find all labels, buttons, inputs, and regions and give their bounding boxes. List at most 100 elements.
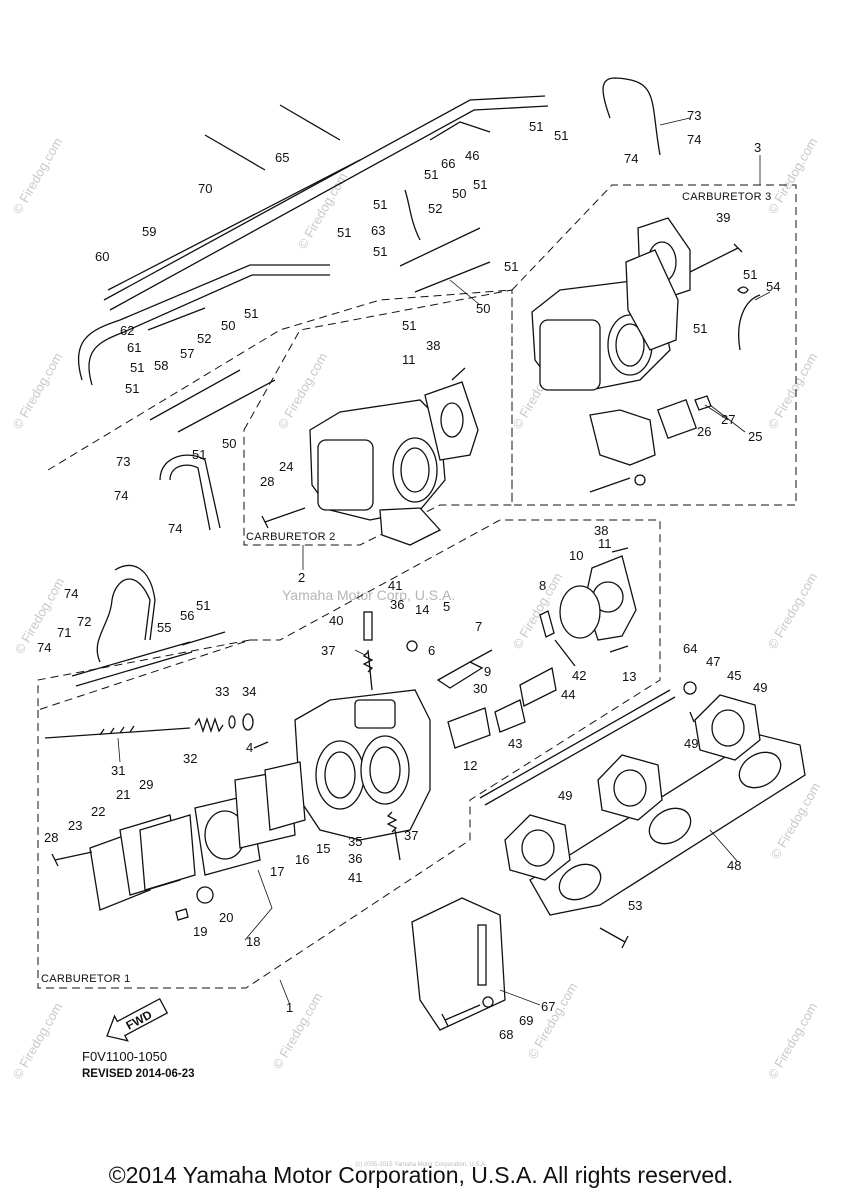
callout-14: 14: [415, 602, 429, 617]
callout-19: 19: [193, 924, 207, 939]
bolt-53: [599, 927, 629, 949]
carb1-bolt-28: [51, 851, 93, 867]
link-end-47: [683, 681, 697, 695]
gasket-49b-hole: [613, 769, 647, 807]
top-hoses: [77, 77, 661, 433]
gasket-49b: [597, 754, 663, 821]
carb1-spring-32: [194, 716, 224, 734]
hose-72-outer: [114, 564, 156, 641]
callout-74d: 74: [168, 521, 182, 536]
callout-51c: 51: [424, 167, 438, 182]
watermark-center: Yamaha Motor Corp, U.S.A.: [282, 587, 455, 603]
hose-60: [107, 159, 361, 291]
carb3-hose-54: [738, 294, 761, 351]
hose-62: [77, 264, 330, 381]
callout-35: 35: [348, 834, 362, 849]
callout-40: 40: [329, 613, 343, 628]
drawing-code: F0V1100-1050: [82, 1049, 167, 1064]
callout-73b: 73: [116, 454, 130, 469]
callout-29: 29: [139, 777, 153, 792]
revision-date: REVISED 2014-06-23: [82, 1068, 195, 1080]
pump-rod-42: [554, 639, 576, 667]
carb1-diaphragm-29: [139, 814, 196, 891]
callout-72: 72: [77, 614, 91, 629]
hose-52a: [149, 369, 241, 421]
footer-small-print: (c) 2005-2015 Yamaha Motor Corporation, …: [355, 1162, 487, 1168]
callout-53: 53: [628, 898, 642, 913]
carb2-gasket-11: [424, 381, 479, 461]
gasket-49c-hole: [711, 709, 745, 747]
callout-8: 8: [539, 578, 546, 593]
carb1-hoses: [71, 564, 226, 687]
gasket-49a: [504, 814, 571, 881]
carb1-spring-37: [362, 651, 374, 673]
leader-67: [499, 989, 541, 1006]
callout-74a: 74: [687, 132, 701, 147]
callout-32: 32: [183, 751, 197, 766]
watermark-site: © Firedog.com: [765, 350, 821, 432]
carb1-check-20: [196, 886, 214, 904]
carb1-spring-37b: [386, 811, 398, 833]
callout-41a: 41: [388, 578, 402, 593]
callout-5: 5: [443, 599, 450, 614]
callout-21: 21: [116, 787, 130, 802]
callout-36a: 36: [390, 597, 404, 612]
callout-47: 47: [706, 654, 720, 669]
carb2-bore-inner: [400, 447, 430, 493]
watermark-site: © Firedog.com: [10, 1000, 66, 1082]
link-rod-64b: [484, 696, 676, 806]
leader-18: [244, 869, 273, 941]
callout-37a: 37: [321, 643, 335, 658]
callout-73a: 73: [687, 108, 701, 123]
callout-39: 39: [716, 210, 730, 225]
fwd-arrow-shape: [106, 997, 169, 1042]
hose-50a: [177, 379, 276, 433]
intake-manifold-assembly: [411, 681, 806, 1031]
leader-27: [704, 404, 729, 421]
carburetor-3-assembly: [531, 217, 761, 493]
callout-56: 56: [180, 608, 194, 623]
link-rod-64: [479, 689, 671, 799]
callout-51n: 51: [743, 267, 757, 282]
hose-72: [96, 578, 151, 663]
carb1-cap: [354, 699, 396, 729]
callout-50d: 50: [222, 436, 236, 451]
callout-1: 1: [286, 1000, 293, 1015]
carb3-float-bowl: [539, 319, 601, 391]
callout-51m: 51: [192, 447, 206, 462]
leader-50: [449, 279, 481, 306]
bracket-67: [411, 897, 506, 1031]
carb2-pump: [379, 507, 442, 546]
callout-26: 26: [697, 424, 711, 439]
callout-6: 6: [428, 643, 435, 658]
callout-24: 24: [279, 459, 293, 474]
callout-48: 48: [727, 858, 741, 873]
callout-46: 46: [465, 148, 479, 163]
callout-44: 44: [561, 687, 575, 702]
callout-54: 54: [766, 279, 780, 294]
callout-65: 65: [275, 150, 289, 165]
manifold-port-1: [558, 863, 602, 901]
callout-37b: 37: [404, 828, 418, 843]
hose-57: [147, 307, 206, 331]
callout-61: 61: [127, 340, 141, 355]
pump-diaphragm-10: [559, 585, 601, 639]
callout-49a: 49: [753, 680, 767, 695]
callout-51p: 51: [196, 598, 210, 613]
callout-60: 60: [95, 249, 109, 264]
callout-70: 70: [198, 181, 212, 196]
callout-33: 33: [215, 684, 229, 699]
fwd-arrow: FWD: [106, 997, 169, 1042]
carb3-gasket: [625, 249, 679, 351]
hose-55-outer: [75, 651, 193, 687]
callout-51i: 51: [402, 318, 416, 333]
callout-12: 12: [463, 758, 477, 773]
callout-23: 23: [68, 818, 82, 833]
callout-22: 22: [91, 804, 105, 819]
callout-30: 30: [473, 681, 487, 696]
carburetor-2-assembly: [159, 367, 479, 546]
carb3-clip-51: [737, 286, 749, 294]
carb1-bracket-43: [494, 699, 526, 733]
carb3-pump: [589, 409, 656, 466]
hose-46: [429, 121, 491, 141]
